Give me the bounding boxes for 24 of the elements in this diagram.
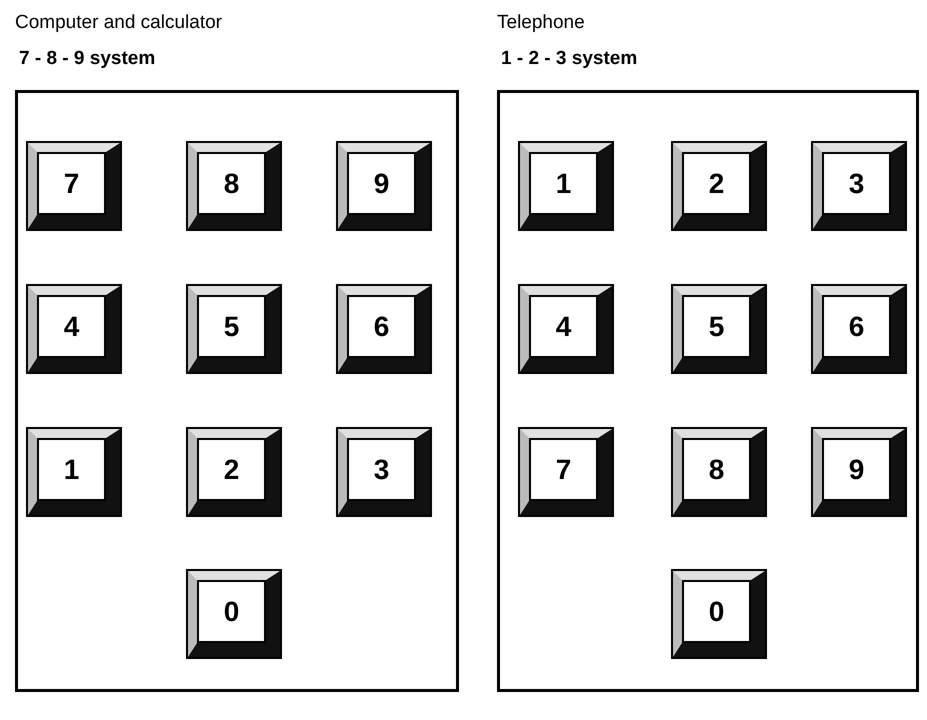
keypad-key: 7 [28,143,120,229]
keypad-subheading: 7 - 8 - 9 system [19,48,156,70]
keypad-key: 9 [813,429,905,515]
keypad-subheading: 1 - 2 - 3 system [501,48,638,70]
keypad-key: 8 [673,429,765,515]
keypad-key: 6 [813,286,905,372]
keypad-key: 1 [520,143,612,229]
keypad-key: 2 [673,143,765,229]
keypad-key: 5 [673,286,765,372]
keypad-key: 0 [188,571,280,657]
keypad-key: 3 [813,143,905,229]
keypad-key: 4 [520,286,612,372]
keypad-key: 3 [338,429,430,515]
keypad-key: 1 [28,429,120,515]
keypad-key: 8 [188,143,280,229]
keypad-key: 6 [338,286,430,372]
keypad-key: 0 [673,571,765,657]
keypad-heading: Computer and calculator [15,12,222,34]
keypad-key: 2 [188,429,280,515]
keypad-key: 7 [520,429,612,515]
keypad-key: 4 [28,286,120,372]
keypad-key: 5 [188,286,280,372]
keypad-heading: Telephone [497,12,585,34]
keypad-key: 9 [338,143,430,229]
